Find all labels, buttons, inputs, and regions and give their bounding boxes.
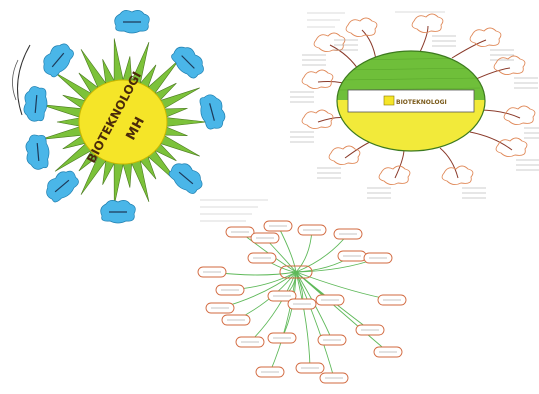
oval-bubble — [411, 13, 444, 34]
network-link — [295, 271, 311, 369]
network-mind-map — [197, 199, 407, 384]
oval-outline — [336, 50, 486, 152]
cloud-bubble — [168, 163, 203, 194]
oval-bubble — [313, 32, 346, 53]
sun-ray — [40, 125, 86, 140]
cloud-bubble — [43, 43, 74, 78]
sun-ray — [122, 160, 133, 188]
date-note: ​ — [6, 234, 12, 235]
network-link — [277, 225, 297, 273]
oval-branch — [469, 131, 513, 151]
banner-square — [383, 95, 395, 106]
oval-branch — [419, 25, 429, 53]
oval-branch — [451, 39, 487, 59]
oval-banner — [347, 89, 475, 113]
oval-bubble — [378, 165, 411, 186]
oval-bubble — [441, 165, 474, 186]
cloud-bubble — [23, 86, 48, 122]
oval-branch — [344, 141, 371, 159]
network-link — [295, 271, 389, 353]
pencil-arc — [17, 44, 31, 116]
oval-bubble — [345, 17, 378, 38]
cloud-bubble — [100, 200, 136, 224]
header-scribble — [200, 199, 268, 222]
header-scribble — [307, 11, 445, 28]
oval-branch — [439, 147, 459, 179]
cloud-bubble — [46, 170, 79, 203]
oval-bubble — [495, 137, 528, 158]
oval-branch — [477, 109, 521, 119]
oval-branches — [290, 13, 539, 199]
sun-ray — [113, 38, 124, 84]
oval-bubble — [493, 55, 526, 76]
oval-title: BIOTEKNOLOGI — [396, 99, 447, 106]
network-link — [295, 271, 335, 379]
sun-ray — [113, 160, 124, 206]
oval-bubble — [328, 145, 361, 166]
sun-clouds — [23, 10, 226, 224]
oval-branch — [394, 149, 405, 179]
sun-mind-map: ​ BIOTEKNOLOGI MH — [6, 10, 226, 235]
sun-ray — [40, 104, 86, 119]
pencil-arc — [12, 59, 19, 101]
network-hub — [279, 265, 313, 279]
network-nodes — [197, 220, 407, 384]
sun-core — [78, 79, 168, 165]
cloud-bubble — [25, 134, 50, 170]
network-link — [249, 271, 297, 343]
oval-bubble — [469, 27, 502, 48]
cloud-bubble — [171, 46, 204, 79]
oval-mind-map: BIOTEKNOLOGI — [290, 11, 539, 199]
sun-ray — [162, 116, 208, 128]
oval-bubble — [301, 69, 334, 90]
cloud-bubble — [199, 94, 226, 130]
oval-bubble — [503, 105, 536, 126]
network-link — [269, 271, 297, 373]
cloud-bubble — [114, 10, 150, 34]
oval-bubble — [301, 109, 334, 130]
